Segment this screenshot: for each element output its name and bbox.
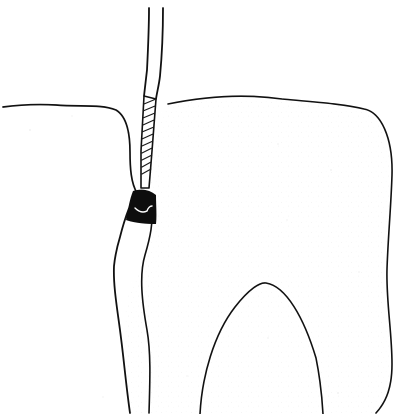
probe-shaft-right bbox=[156, 8, 163, 99]
calculus-deposit bbox=[126, 190, 156, 224]
gum-line bbox=[3, 105, 137, 193]
tooth-stipple-fill bbox=[120, 94, 397, 414]
probe-shaft-left bbox=[144, 8, 149, 96]
